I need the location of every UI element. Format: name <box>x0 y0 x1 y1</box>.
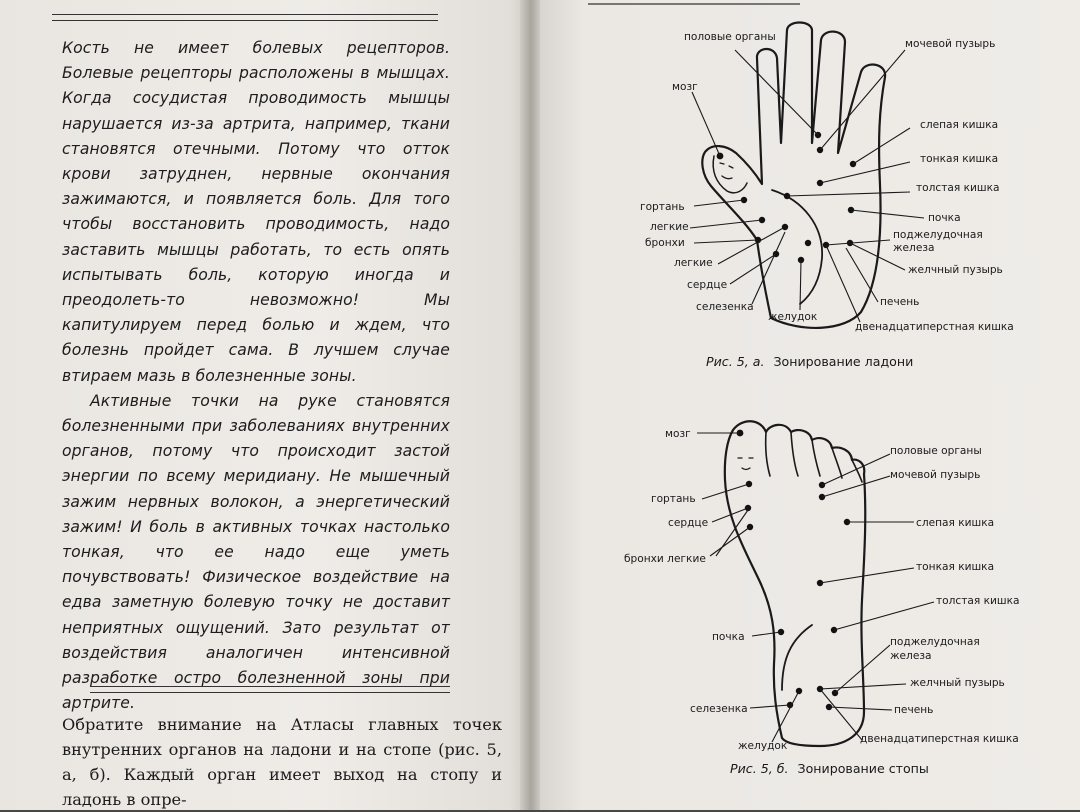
foot-label-bladder: мочевой пузырь <box>890 469 980 481</box>
foot-label-brain: мозг <box>665 428 691 440</box>
foot-caption: Рис. 5, б. Зонирование стопы <box>730 761 929 776</box>
foot-label-spleen: селезенка <box>690 703 748 715</box>
foot-labels: мозг половые органы мочевой пузырь горта… <box>624 428 1020 752</box>
thenar-line <box>771 189 823 305</box>
palm-label-pancreas-1: поджелудочная <box>893 229 983 241</box>
book-gutter <box>520 0 542 810</box>
foot-label-heart: сердце <box>668 517 708 529</box>
hand-outline <box>701 21 887 330</box>
left-page: Кость не имеет болевых рецепторов. Болев… <box>0 0 530 810</box>
palm-caption-title: Зонирование ладони <box>773 354 913 369</box>
foot-label-duodenum: двенадцатиперстная кишка <box>860 733 1019 745</box>
palm-label-kidney: почка <box>928 212 961 224</box>
quote-block: Кость не имеет болевых рецепторов. Болев… <box>62 36 450 716</box>
quote-paragraph-1: Кость не имеет болевых рецепторов. Болев… <box>62 39 450 385</box>
palm-label-pancreas-2: железа <box>893 242 934 254</box>
top-rule <box>52 14 438 21</box>
foot-label-liver: печень <box>894 704 933 716</box>
palm-figure <box>701 21 887 330</box>
palm-label-bronchi: бронхи <box>645 237 685 249</box>
foot-leader-lines <box>697 432 935 743</box>
palm-label-colon: толстая кишка <box>916 182 1000 194</box>
palm-caption: Рис. 5, а. Зонирование ладони <box>706 354 913 369</box>
foot-figure <box>723 420 867 748</box>
right-page: половые органы мочевой пузырь мозг слепа… <box>540 0 1080 810</box>
palm-label-spleen: селезенка <box>696 301 754 313</box>
foot-caption-prefix: Рис. 5, б. <box>730 761 789 776</box>
foot-label-colon: толстая кишка <box>936 595 1020 607</box>
palm-leader-lines <box>689 49 925 323</box>
foot-label-bronchi-lungs: бронхи легкие <box>624 553 706 565</box>
foot-label-small-intestine: тонкая кишка <box>916 561 994 573</box>
foot-caption-title: Зонирование стопы <box>798 761 929 776</box>
foot-label-kidney: почка <box>712 631 745 643</box>
foot-label-gallbladder: желчный пузырь <box>910 677 1005 689</box>
palm-label-cecum: слепая кишка <box>920 119 998 131</box>
foot-label-stomach: желудок <box>738 740 788 752</box>
palm-caption-prefix: Рис. 5, а. <box>706 354 764 369</box>
quote-paragraph-2: Активные точки на руке становятся болезн… <box>62 391 450 713</box>
body-text: Обратите внимание на Атласы главных точе… <box>62 712 502 812</box>
palm-label-gallbladder: желчный пузырь <box>908 264 1003 276</box>
palm-label-duodenum: двенадцатиперстная кишка <box>855 321 1014 333</box>
foot-label-genitals: половые органы <box>890 445 982 457</box>
palm-label-lungs-1: легкие <box>650 221 689 233</box>
palm-label-heart: сердце <box>687 279 727 291</box>
thumb-face <box>712 155 748 194</box>
palm-label-liver: печень <box>880 296 919 308</box>
foot-label-cecum: слепая кишка <box>916 517 994 529</box>
body-paragraph: Обратите внимание на Атласы главных точе… <box>62 715 502 809</box>
palm-label-bladder: мочевой пузырь <box>905 38 995 50</box>
bottom-rule <box>90 686 450 693</box>
foot-label-pancreas-1: поджелудочная <box>890 636 980 648</box>
palm-label-small-intestine: тонкая кишка <box>920 153 998 165</box>
palm-label-genitals: половые органы <box>684 31 776 43</box>
foot-label-larynx: гортань <box>651 493 696 505</box>
palm-label-brain: мозг <box>672 81 698 93</box>
palm-label-lungs-2: легкие <box>674 257 713 269</box>
palm-label-stomach: желудок <box>768 311 818 323</box>
palm-label-larynx: гортань <box>640 201 685 213</box>
palm-labels: половые органы мочевой пузырь мозг слепа… <box>640 31 1014 333</box>
palm-points <box>716 131 857 264</box>
foot-label-pancreas-2: железа <box>890 650 931 662</box>
